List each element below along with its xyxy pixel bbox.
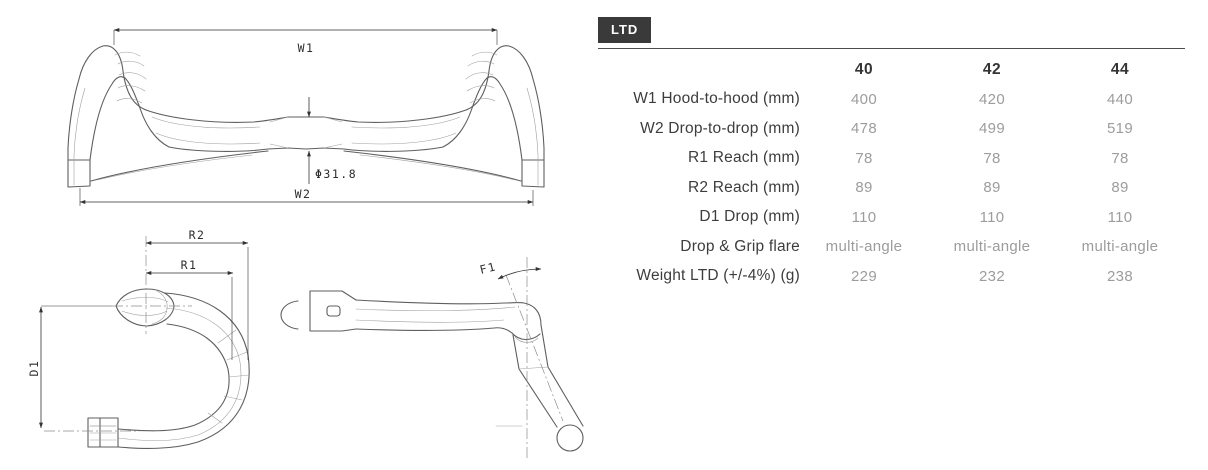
spec-value: 89: [1111, 179, 1129, 197]
size-column-header: 42: [982, 60, 1002, 78]
row-label: R2 Reach (mm): [688, 178, 800, 196]
front-view: W1 Φ31.8 W2: [67, 28, 545, 427]
spec-value: 89: [855, 179, 873, 197]
row-label: R1 Reach (mm): [688, 149, 800, 167]
spec-value: multi-angle: [825, 238, 903, 256]
spec-value: 420: [979, 90, 1005, 108]
clamp-diameter-label: Φ31.8: [315, 167, 357, 181]
r2-dimension-label: R2: [189, 228, 206, 242]
spec-value: 499: [979, 120, 1005, 138]
spec-value: multi-angle: [953, 238, 1031, 256]
flare-view: F1: [280, 257, 584, 458]
spec-value: 110: [1107, 208, 1133, 226]
spec-value: 78: [1111, 149, 1129, 167]
spec-value: 110: [979, 208, 1005, 226]
spec-value: 89: [983, 179, 1001, 197]
corner-cell: [598, 55, 800, 85]
spec-value: 78: [983, 149, 1001, 167]
spec-value: 400: [851, 90, 877, 108]
w2-dimension-label: W2: [295, 187, 312, 201]
w1-dimension-label: W1: [298, 41, 315, 55]
spec-value: 519: [1107, 120, 1133, 138]
spec-value: 238: [1107, 267, 1133, 285]
row-label: Drop & Grip flare: [680, 237, 800, 255]
row-label: W1 Hood-to-hood (mm): [633, 90, 800, 108]
row-label: D1 Drop (mm): [699, 208, 800, 226]
r1-dimension-label: R1: [181, 258, 198, 272]
row-label: Weight LTD (+/-4%) (g): [636, 267, 800, 285]
spec-value: 478: [851, 120, 877, 138]
size-column-header: 44: [1110, 60, 1130, 78]
series-badge: LTD: [598, 17, 652, 43]
handlebar-technical-drawing: W1 Φ31.8 W2: [27, 28, 584, 458]
d1-dimension-label: D1: [27, 360, 41, 377]
spec-value: 78: [855, 149, 873, 167]
spec-value: 229: [851, 267, 877, 285]
spec-grid: 40 42 44 W1 Hood-to-hood (mm) 400 420 440 W2 Dr…: [598, 49, 1185, 291]
spec-value: multi-angle: [1081, 238, 1159, 256]
f1-dimension-label: F1: [478, 259, 498, 277]
table-top-rule: [598, 48, 1185, 49]
row-label: W2 Drop-to-drop (mm): [640, 119, 800, 137]
spec-value: 110: [851, 208, 877, 226]
side-view: R2 R1 D1: [27, 228, 250, 449]
spec-value: 232: [979, 267, 1005, 285]
size-column-header: 40: [854, 60, 874, 78]
spec-value: 440: [1107, 90, 1133, 108]
